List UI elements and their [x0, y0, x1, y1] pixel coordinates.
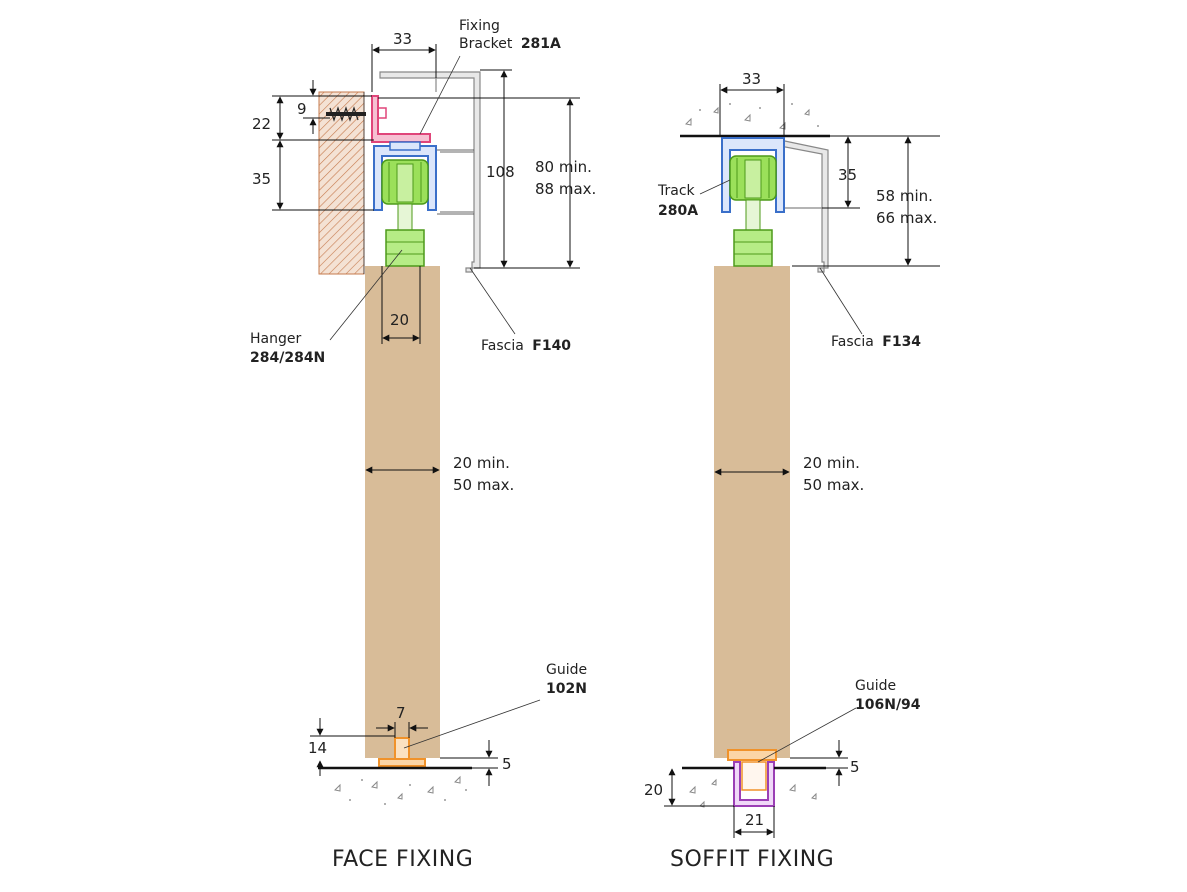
face-dim-hanger-width: 20 [390, 311, 409, 329]
face-guide-code: 102N [546, 681, 587, 697]
soffit-dim-gap-max: 66 max. [876, 209, 937, 227]
soffit-fixing-caption: SOFFIT FIXING [670, 847, 834, 872]
soffit-fascia-label: Fascia [831, 334, 874, 350]
soffit-track-label: Track [657, 183, 696, 199]
svg-text:Fascia F134: Fascia F134 [831, 334, 921, 350]
face-dim-top-width: 33 [393, 30, 412, 48]
face-dim-fascia-height: 108 [486, 163, 515, 181]
floor-channel [733, 761, 775, 807]
soffit-dim-channel-width: 21 [745, 811, 764, 829]
soffit-fixing-group: 33 35 58 min. 66 max. 20 min. 50 max. 5 … [644, 70, 940, 872]
track-soffit [721, 137, 785, 213]
soffit-guide-code: 106N/94 [855, 697, 921, 713]
guide-102n [378, 737, 426, 767]
hanger-wheel-soffit [729, 155, 777, 267]
soffit-dim-door-min: 20 min. [803, 454, 860, 472]
svg-text:Bracket 281A: Bracket 281A [459, 36, 561, 52]
face-bracket-code: 281A [521, 36, 561, 52]
track-face [373, 145, 437, 211]
face-dim-upper: 22 [252, 115, 271, 133]
fixing-bracket [371, 95, 431, 143]
face-bracket-label2: Bracket [459, 36, 513, 52]
soffit-fascia-code: F134 [882, 334, 921, 350]
face-fascia-code: F140 [532, 338, 571, 354]
door-soffit [714, 266, 790, 758]
soffit-dim-gap-min: 58 min. [876, 187, 933, 205]
soffit-dim-floor-gap: 5 [850, 758, 860, 776]
soffit-dim-door-max: 50 max. [803, 476, 864, 494]
face-hanger-label: Hanger [250, 331, 301, 347]
face-dim-guide-width: 7 [396, 704, 406, 722]
face-fixing-group: 33 9 22 35 108 80 min. 88 max. 20 20 min… [250, 18, 596, 872]
face-dim-gap-max: 88 max. [535, 180, 596, 198]
door-face [365, 266, 440, 758]
face-dim-gap-min: 80 min. [535, 158, 592, 176]
soffit-track-code: 280A [658, 203, 698, 219]
face-guide-label: Guide [546, 662, 587, 678]
face-dim-floor-gap: 5 [502, 755, 512, 773]
wall [318, 91, 365, 275]
face-dim-screw: 9 [297, 100, 307, 118]
screw [326, 106, 366, 122]
soffit-dim-track: 35 [838, 166, 857, 184]
soffit-dim-channel-depth: 20 [644, 781, 663, 799]
face-dim-door-max: 50 max. [453, 476, 514, 494]
face-fixing-caption: FACE FIXING [332, 847, 473, 872]
fascia-f134 [779, 139, 829, 273]
face-hanger-code: 284/284N [250, 350, 325, 366]
soffit-dim-top-width: 33 [742, 70, 761, 88]
face-dim-guide-height: 14 [308, 739, 327, 757]
hanger-wheel-face [381, 159, 429, 267]
face-fascia-label: Fascia [481, 338, 524, 354]
fascia-f140 [379, 71, 481, 273]
soffit-guide-label: Guide [855, 678, 896, 694]
face-dim-door-min: 20 min. [453, 454, 510, 472]
face-dim-track: 35 [252, 170, 271, 188]
guide-106n-94 [727, 749, 777, 761]
face-bracket-label: Fixing [459, 18, 500, 34]
svg-text:Fascia F140: Fascia F140 [481, 338, 571, 354]
